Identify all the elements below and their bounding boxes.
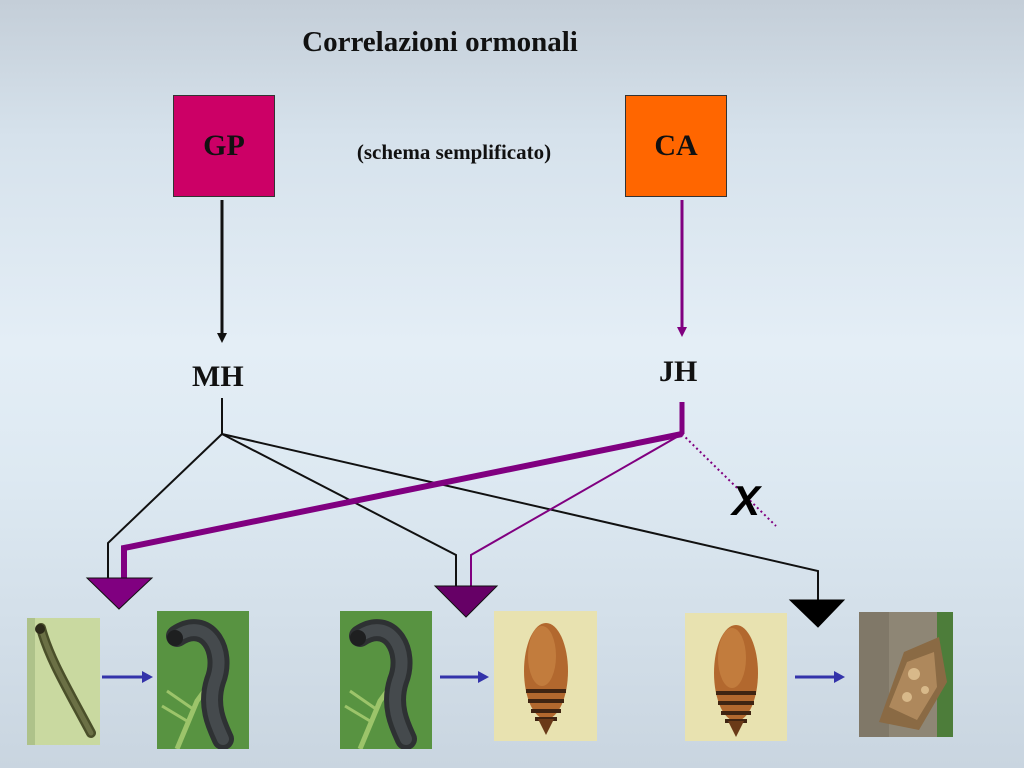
jh-branches: [121, 402, 777, 586]
photo-adult-moth: [859, 612, 953, 737]
blocked-mark: X: [730, 477, 763, 524]
photo-mature-larva-2: [340, 611, 432, 749]
gp-box: GP: [173, 95, 275, 197]
jh-label: JH: [659, 355, 698, 388]
photo-pupa-1: [494, 611, 597, 741]
photo-young-larva: [27, 618, 100, 745]
ca-label: CA: [654, 129, 698, 162]
stage-arrows: [102, 671, 845, 683]
photo-mature-larva-1: [157, 611, 249, 749]
jh-blocked-branch: [681, 433, 777, 527]
ca-box: CA: [625, 95, 727, 197]
photo-pupa-2: [685, 613, 787, 741]
mh-branches: [107, 398, 819, 600]
page-title: Correlazioni ormonali: [302, 26, 578, 58]
target-marker-larval-molt: [85, 577, 154, 610]
page-subtitle: (schema semplificato): [356, 140, 552, 164]
mh-label: MH: [192, 360, 244, 393]
gp-label: GP: [203, 129, 245, 162]
target-marker-pupal-molt: [433, 585, 499, 618]
target-marker-adult-molt: [788, 599, 846, 628]
